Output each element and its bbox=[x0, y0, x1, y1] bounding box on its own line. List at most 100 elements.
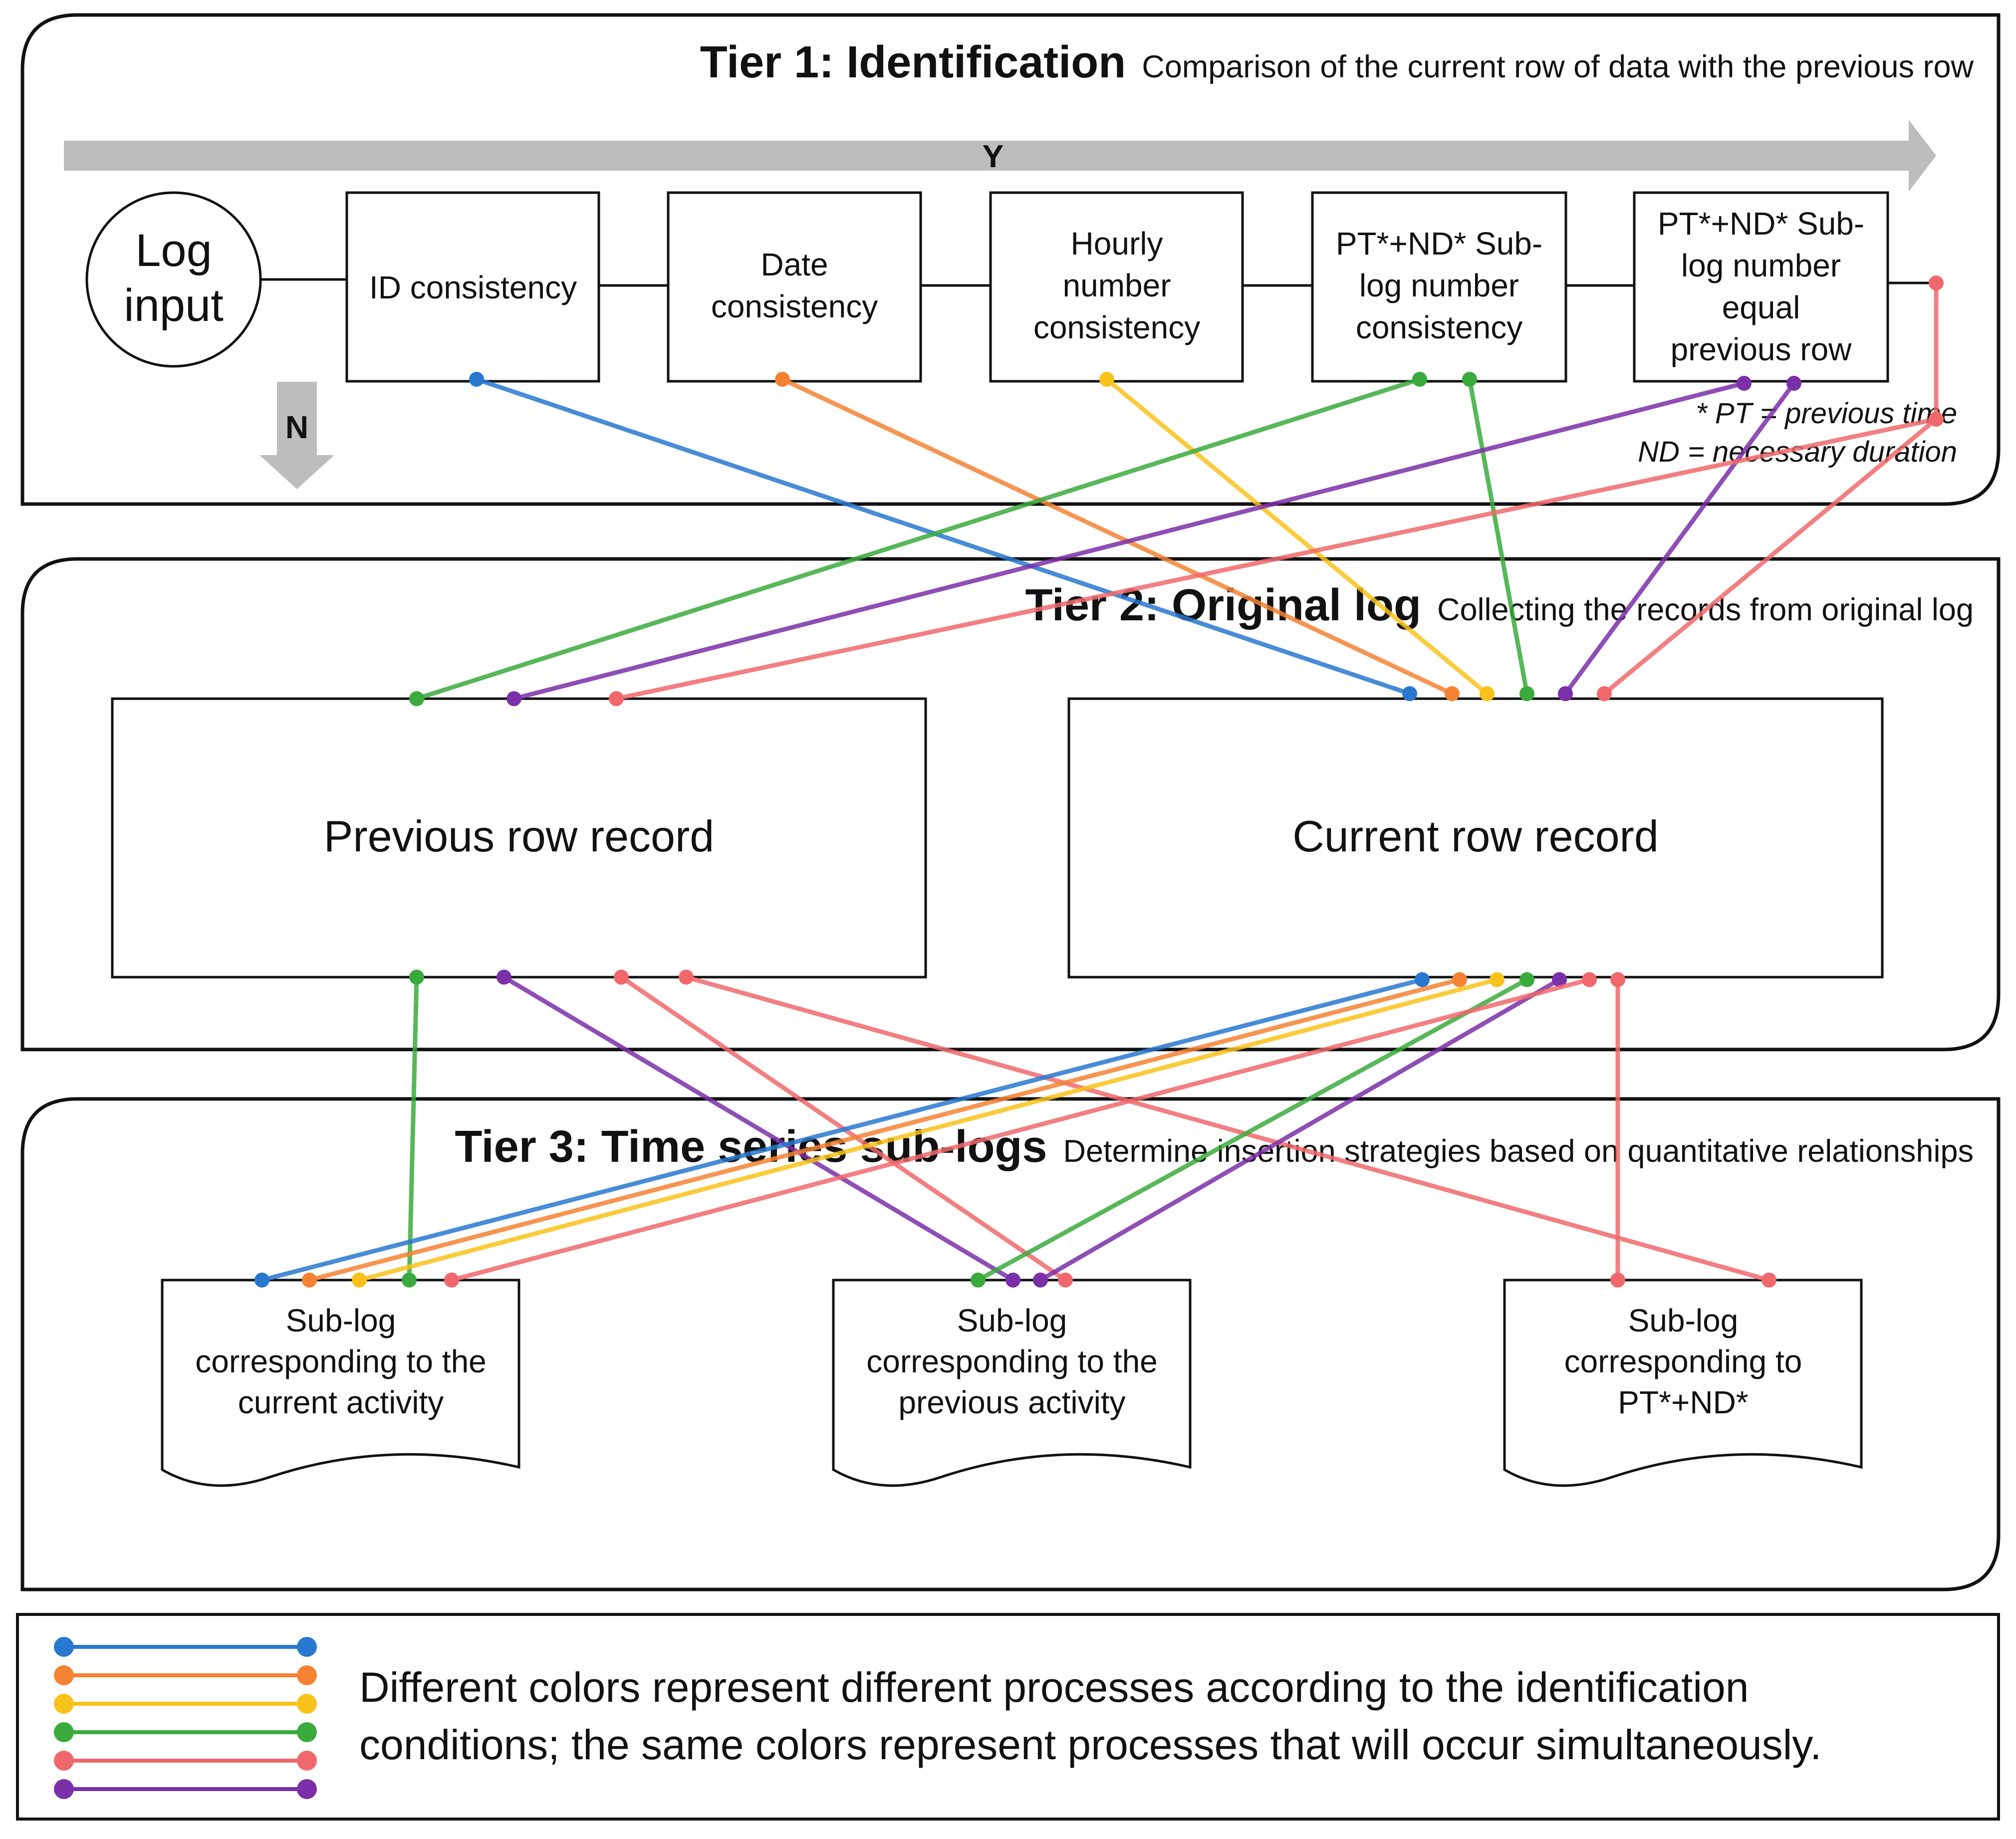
tier1-subtitle: Comparison of the current row of data wi… bbox=[1142, 49, 1974, 84]
legend-dot-blue bbox=[54, 1637, 74, 1657]
connector-purple bbox=[1563, 382, 1796, 695]
connector-purple-endpoint bbox=[1552, 972, 1567, 987]
footnote-nd: ND = necessary duration bbox=[1638, 436, 1957, 468]
connector-red bbox=[1603, 417, 1938, 696]
connector-blue-endpoint bbox=[254, 1273, 269, 1288]
sublog-current-line-3: current activity bbox=[238, 1384, 444, 1420]
check-ptnd-sublog: PT*+ND* Sub- log number consistency bbox=[1311, 191, 1567, 383]
sublog-current-doc: Sub-log corresponding to the current act… bbox=[161, 1279, 520, 1487]
check-equal-line-1: PT*+ND* Sub- bbox=[1658, 206, 1864, 242]
connector-blue-endpoint bbox=[1402, 686, 1417, 701]
connector-yellow-endpoint bbox=[352, 1273, 367, 1288]
sublog-previous-doc: Sub-log corresponding to the previous ac… bbox=[832, 1279, 1192, 1487]
connector-red-endpoint bbox=[1582, 972, 1597, 987]
sublog-ptnd-line-1: Sub-log bbox=[1628, 1303, 1739, 1338]
connector-green-endpoint bbox=[1462, 372, 1477, 387]
legend-swatch-green bbox=[54, 1722, 317, 1742]
connector-orange-endpoint bbox=[1452, 972, 1467, 987]
connector-purple bbox=[513, 381, 1745, 701]
connector-red-endpoint bbox=[1610, 1273, 1625, 1288]
no-arrow: N bbox=[259, 382, 334, 489]
connector-green-endpoint bbox=[971, 1273, 986, 1288]
previous-record-label: Previous row record bbox=[324, 811, 715, 861]
legend-swatch-purple bbox=[54, 1779, 317, 1799]
connector-orange-endpoint bbox=[775, 372, 790, 387]
connector-red-endpoint bbox=[609, 691, 624, 706]
check-equal-line-2: log number bbox=[1681, 248, 1841, 283]
connector-blue bbox=[261, 977, 1423, 1283]
legend-dot-blue bbox=[297, 1637, 317, 1657]
check-equal-line-4: previous row bbox=[1671, 331, 1852, 367]
connector-purple-endpoint bbox=[506, 691, 521, 706]
check-id-line-1: ID consistency bbox=[369, 269, 577, 305]
legend-dot-red bbox=[297, 1751, 317, 1771]
connector-red-endpoint bbox=[1929, 412, 1944, 427]
check-chain bbox=[260, 278, 1936, 287]
legend-dot-red bbox=[54, 1751, 74, 1771]
legend-dot-purple bbox=[54, 1779, 74, 1799]
previous-record-box: Previous row record bbox=[111, 697, 927, 979]
tier2-heading: Tier 2: Original log Collecting the reco… bbox=[1025, 580, 1974, 630]
legend-dot-orange bbox=[54, 1665, 74, 1685]
connector-purple-endpoint bbox=[1737, 376, 1752, 391]
legend-dot-orange bbox=[297, 1665, 317, 1685]
log-input-node: Log input bbox=[85, 191, 262, 368]
current-record-label: Current row record bbox=[1292, 811, 1659, 861]
tier3-subtitle: Determine insertion strategies based on … bbox=[1063, 1134, 1974, 1169]
connector-orange-endpoint bbox=[302, 1273, 317, 1288]
connector-red-endpoint bbox=[1597, 686, 1612, 701]
connector-red-endpoint bbox=[1762, 1273, 1776, 1288]
connector-red-endpoint bbox=[614, 970, 629, 985]
tier2-panel bbox=[20, 557, 2001, 1051]
connector-blue-endpoint bbox=[1415, 972, 1430, 987]
check-ptnd-equal: PT*+ND* Sub- log number equal previous r… bbox=[1633, 191, 1889, 383]
process-connectors bbox=[254, 275, 1944, 1288]
connector-red bbox=[685, 975, 1770, 1283]
tier3-heading: Tier 3: Time series sub-logs Determine i… bbox=[455, 1122, 1974, 1172]
yes-label: Y bbox=[983, 138, 1004, 174]
check-date-line-1: Date bbox=[760, 247, 828, 282]
sublog-current-line-1: Sub-log bbox=[286, 1303, 396, 1338]
connector-green bbox=[407, 977, 419, 1281]
check-date-line-2: consistency bbox=[711, 288, 878, 324]
sublog-current-line-2: corresponding to the bbox=[195, 1343, 487, 1379]
sublog-ptnd-line-3: PT*+ND* bbox=[1618, 1384, 1748, 1420]
connector-yellow bbox=[358, 977, 1498, 1283]
connector-purple-endpoint bbox=[1033, 1273, 1048, 1288]
legend-swatch-red bbox=[54, 1751, 317, 1771]
connector-green bbox=[977, 978, 1528, 1282]
sublog-previous-line-3: previous activity bbox=[898, 1384, 1125, 1420]
check-hourly-line-2: number bbox=[1063, 267, 1171, 303]
connector-red-endpoint bbox=[444, 1273, 459, 1288]
legend-panel bbox=[16, 1613, 2000, 1821]
legend-swatch-orange bbox=[54, 1665, 317, 1685]
connector-green-endpoint bbox=[402, 1273, 417, 1288]
sublog-previous-line-2: corresponding to the bbox=[866, 1343, 1158, 1379]
connector-purple-endpoint bbox=[497, 970, 511, 985]
connector-green-endpoint bbox=[409, 691, 424, 706]
tier3-panel bbox=[20, 1097, 2001, 1591]
check-hourly: Hourly number consistency bbox=[989, 191, 1244, 383]
connector-blue-endpoint bbox=[469, 372, 484, 387]
connector-green bbox=[416, 377, 1421, 701]
legend-dot-yellow bbox=[54, 1694, 74, 1714]
connector-orange-endpoint bbox=[1445, 686, 1460, 701]
check-ptnd-line-2: log number bbox=[1359, 267, 1519, 303]
connector-blue bbox=[476, 377, 1411, 696]
connector-red-endpoint bbox=[1610, 972, 1625, 987]
connector-purple bbox=[1039, 978, 1561, 1282]
sublog-previous-line-1: Sub-log bbox=[957, 1303, 1067, 1338]
legend-text-line-2: conditions; the same colors represent pr… bbox=[359, 1721, 1821, 1768]
connector-yellow bbox=[1105, 377, 1489, 696]
check-hourly-line-3: consistency bbox=[1033, 309, 1200, 345]
tier1-heading: Tier 1: Identification Comparison of the… bbox=[700, 37, 1974, 87]
connector-red bbox=[451, 977, 1590, 1283]
check-equal-line-3: equal bbox=[1722, 289, 1800, 325]
check-hourly-line-1: Hourly bbox=[1071, 226, 1163, 262]
connector-green-endpoint bbox=[1519, 686, 1534, 701]
connector-yellow-endpoint bbox=[1480, 686, 1495, 701]
legend-dot-green bbox=[297, 1722, 317, 1742]
tier1-panel bbox=[20, 13, 2001, 506]
sublog-ptnd-line-2: corresponding to bbox=[1564, 1343, 1802, 1379]
